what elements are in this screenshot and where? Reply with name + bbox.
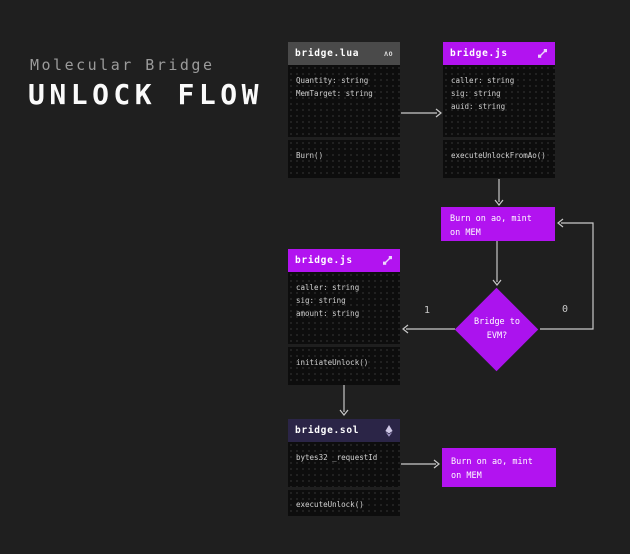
module-title: bridge.sol [295,425,360,436]
key-icon [382,255,393,266]
module-header: bridge.js [443,42,555,65]
decision-label: Bridge to EVM? [473,317,521,341]
key-icon [537,48,548,59]
attribute-line: sig: string [451,89,501,98]
module-bridge-js-evm: bridge.js caller: string sig: string amo… [288,249,400,385]
module-attributes: caller: string sig: string amount: strin… [288,272,400,344]
module-title: bridge.js [450,48,508,59]
attribute-line: caller: string [451,76,515,85]
edge-label-true: 1 [424,305,431,316]
ethereum-icon [385,424,393,437]
module-title: bridge.lua [295,48,360,59]
module-bridge-lua: bridge.lua ΛO Quantity: string MemTarget… [288,42,400,178]
ao-icon: ΛO [384,49,393,58]
attribute-line: MemTarget: string [296,89,373,98]
attribute-line: auid: string [451,102,506,111]
module-header: bridge.lua ΛO [288,42,400,65]
module-attributes: caller: string sig: string auid: string [443,65,555,137]
diagram-heading: UNLOCK FLOW [28,78,263,111]
module-function: initiateUnlock() [288,347,400,385]
module-attributes: Quantity: string MemTarget: string [288,65,400,137]
module-header: bridge.js [288,249,400,272]
process-burn-mint-top: Burn on ao, mint on MEM [441,207,555,241]
attribute-line: caller: string [296,283,360,292]
module-bridge-js-ao: bridge.js caller: string sig: string aui… [443,42,555,178]
attribute-line: amount: string [296,309,360,318]
module-header: bridge.sol [288,419,400,442]
module-function: executeUnlock() [288,490,400,516]
attribute-line: Quantity: string [296,76,369,85]
module-function: executeUnlockFromAo() [443,140,555,178]
module-function: Burn() [288,140,400,178]
edge-label-false: 0 [562,304,569,315]
diagram-subtitle: Molecular Bridge [30,56,215,74]
module-title: bridge.js [295,255,353,266]
module-attributes: bytes32 _requestId [288,442,400,487]
module-bridge-sol: bridge.sol bytes32 _requestId executeUnl… [288,419,400,516]
attribute-line: sig: string [296,296,346,305]
process-burn-mint-bottom: Burn on ao, mint on MEM [442,448,556,487]
attribute-line: bytes32 _requestId [296,453,378,462]
